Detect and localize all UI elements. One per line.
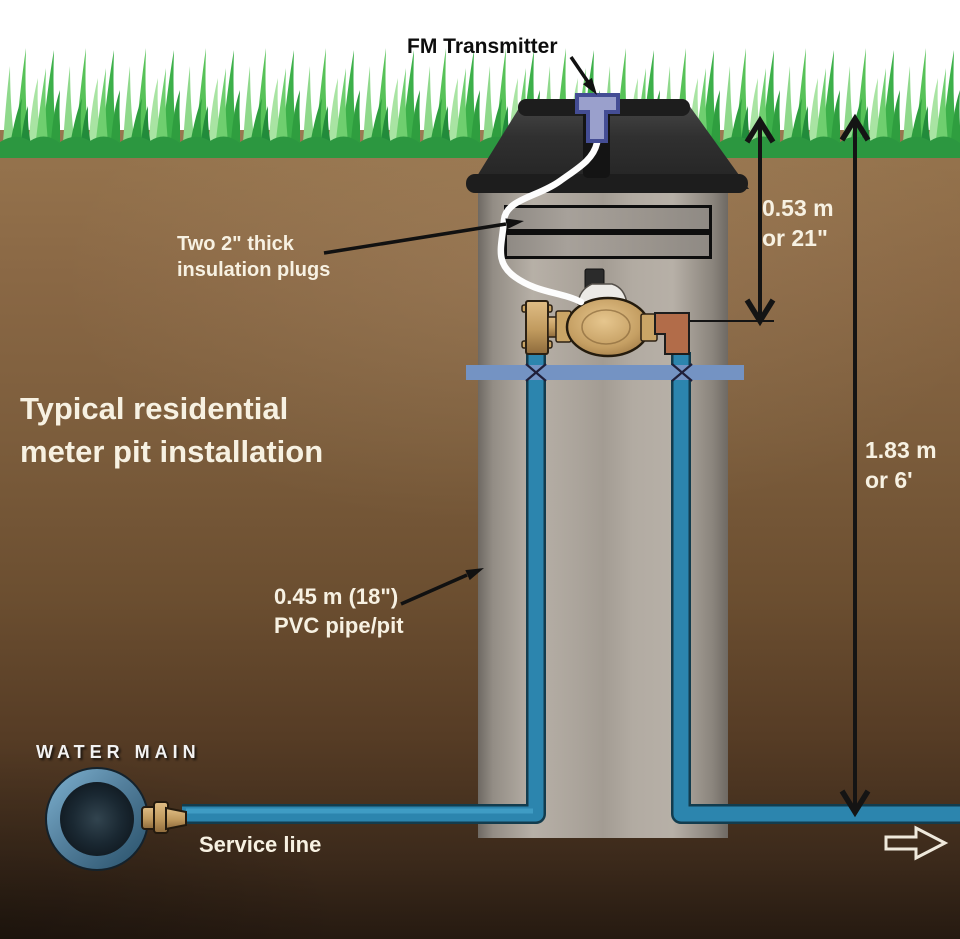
pvc-pipe-label: 0.45 m (18") PVC pipe/pit bbox=[274, 582, 404, 640]
grass-blades bbox=[0, 28, 960, 158]
corporation-stop-valve bbox=[141, 801, 187, 834]
insulation-plug-bottom bbox=[504, 232, 712, 259]
insulation-label-line2: insulation plugs bbox=[177, 259, 331, 282]
pvc-label-line2: PVC pipe/pit bbox=[274, 613, 404, 639]
pit-lid-flange bbox=[466, 174, 748, 193]
diagram-title: Typical residential meter pit installati… bbox=[20, 388, 323, 474]
service-line-left bbox=[182, 352, 544, 822]
depth-to-meter-metric: 0.53 m bbox=[762, 195, 834, 221]
pipe-support-bar bbox=[466, 365, 744, 380]
pit-depth-metric: 1.83 m bbox=[865, 437, 937, 463]
water-main-bore bbox=[60, 782, 134, 856]
fm-label-arrow bbox=[569, 56, 597, 95]
pit-depth-imperial: or 6' bbox=[865, 467, 913, 494]
flow-direction-arrow-icon bbox=[884, 825, 949, 861]
copper-elbow bbox=[654, 312, 690, 355]
pvc-label-arrow bbox=[400, 568, 484, 606]
title-line2: meter pit installation bbox=[20, 433, 324, 469]
transmitter-wire bbox=[497, 139, 601, 306]
service-line-label: Service line bbox=[199, 832, 322, 857]
title-line1: Typical residential bbox=[20, 391, 289, 426]
depth-to-meter-label: 0.53 m or 21" bbox=[762, 193, 834, 254]
pit-depth-label: 1.83 m or 6' bbox=[865, 435, 937, 496]
insulation-plug-top bbox=[504, 205, 712, 232]
pvc-label-line1: 0.45 m (18") bbox=[274, 584, 399, 609]
insulation-label-arrow bbox=[323, 218, 524, 255]
water-main-label: WATER MAIN bbox=[36, 742, 201, 762]
fm-transmitter-device bbox=[575, 93, 620, 143]
pit-depth-dimension bbox=[839, 113, 871, 818]
insulation-label-line1: Two 2" thick bbox=[177, 233, 294, 255]
water-meter-assembly bbox=[521, 268, 690, 358]
grass-strip bbox=[0, 28, 960, 158]
service-line-right bbox=[673, 352, 960, 822]
depth-to-meter-imperial: or 21" bbox=[762, 225, 828, 252]
insulation-plugs-label: Two 2" thick insulation plugs bbox=[177, 231, 330, 284]
pipe-cross-marks bbox=[525, 363, 693, 382]
fm-transmitter-label: FM Transmitter bbox=[407, 35, 558, 58]
depth-to-meter-dimension bbox=[690, 115, 776, 327]
